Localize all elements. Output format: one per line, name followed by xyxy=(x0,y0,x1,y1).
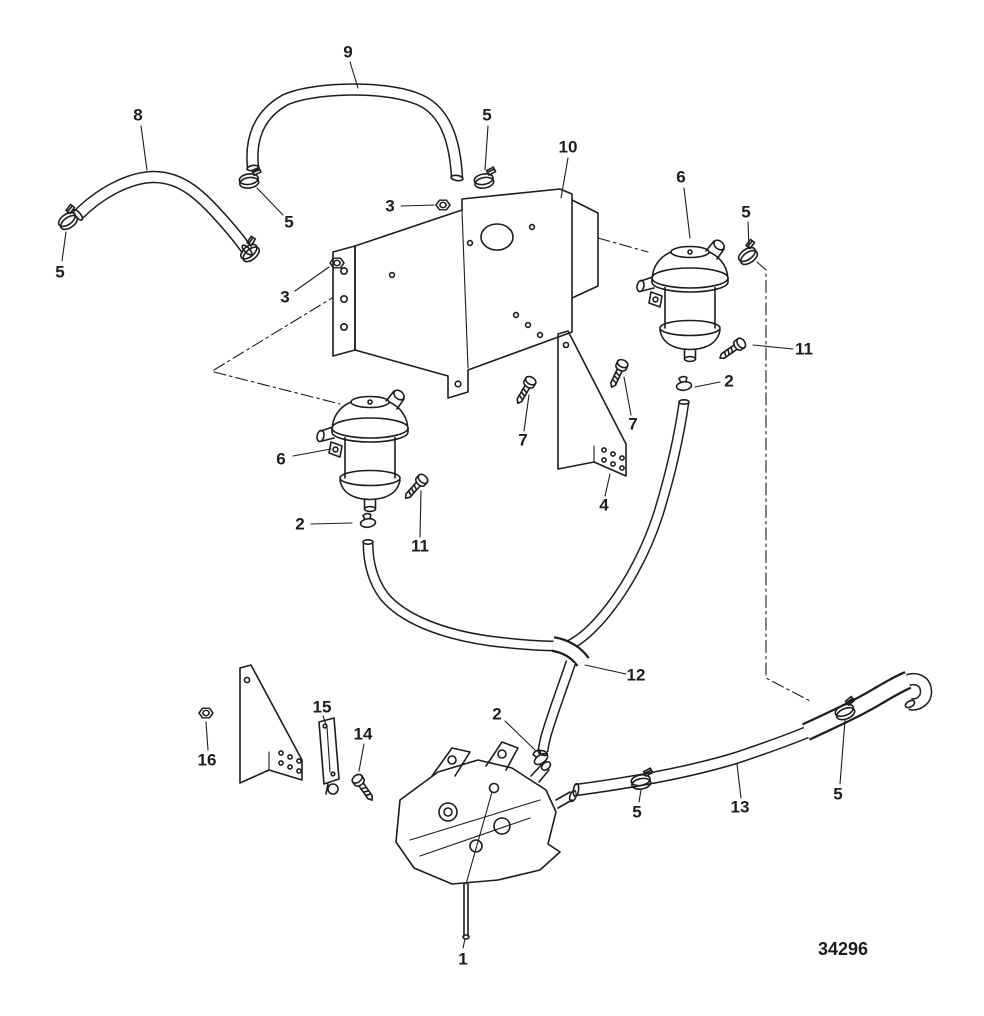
callout-label-8: 8 xyxy=(133,105,143,125)
callout-label-11: 11 xyxy=(795,339,813,359)
centerlines xyxy=(213,237,813,703)
callout-label-5: 5 xyxy=(482,105,492,125)
figure-number: 34296 xyxy=(817,939,869,959)
bracket-lower-left xyxy=(239,664,303,784)
callout-label-5: 5 xyxy=(833,784,843,804)
y-hose-12 xyxy=(362,398,690,757)
callout-label-16: 16 xyxy=(197,750,217,770)
callout-label-2: 2 xyxy=(295,514,305,534)
leader-lines xyxy=(61,61,846,949)
callout-label-6: 6 xyxy=(676,167,686,187)
hose-9 xyxy=(246,83,464,182)
screw-11-left xyxy=(400,471,431,503)
callout-label-3: 3 xyxy=(385,196,395,216)
bracket-plate-10 xyxy=(332,188,599,399)
valve-6-left xyxy=(315,387,409,513)
callout-label-13: 13 xyxy=(730,797,750,817)
engine-block-1 xyxy=(395,741,578,885)
callout-label-7: 7 xyxy=(628,414,638,434)
callout-label-5: 5 xyxy=(632,802,642,822)
callout-label-15: 15 xyxy=(312,697,332,717)
nut-16 xyxy=(198,707,214,719)
dipstick-rod xyxy=(462,883,470,940)
connector-2-left xyxy=(358,511,377,530)
callout-label-3: 3 xyxy=(280,287,290,307)
callout-label-5: 5 xyxy=(284,212,294,232)
callout-label-2: 2 xyxy=(724,371,734,391)
callout-label-4: 4 xyxy=(599,495,609,515)
callout-label-6: 6 xyxy=(276,449,286,469)
nut-3-a xyxy=(435,199,451,211)
callout-label-1: 1 xyxy=(458,949,468,969)
callout-label-9: 9 xyxy=(343,42,353,62)
screw-14 xyxy=(349,771,378,805)
hose-13 xyxy=(572,671,933,798)
callout-label-2: 2 xyxy=(492,704,502,724)
screw-7-a xyxy=(512,374,539,407)
connector-2-right xyxy=(674,374,693,393)
hose-8 xyxy=(72,170,253,256)
screw-11-right xyxy=(715,335,749,364)
callout-label-14: 14 xyxy=(353,724,373,744)
callout-label-7: 7 xyxy=(518,430,528,450)
callout-label-10: 10 xyxy=(558,137,578,157)
callout-label-5: 5 xyxy=(55,262,65,282)
plate-15 xyxy=(318,717,340,795)
callout-label-12: 12 xyxy=(626,665,646,685)
nut-3-b xyxy=(329,257,345,269)
bracket-4 xyxy=(557,330,627,477)
callout-label-5: 5 xyxy=(741,202,751,222)
callout-label-11: 11 xyxy=(411,536,429,556)
valve-6-right xyxy=(635,237,729,363)
